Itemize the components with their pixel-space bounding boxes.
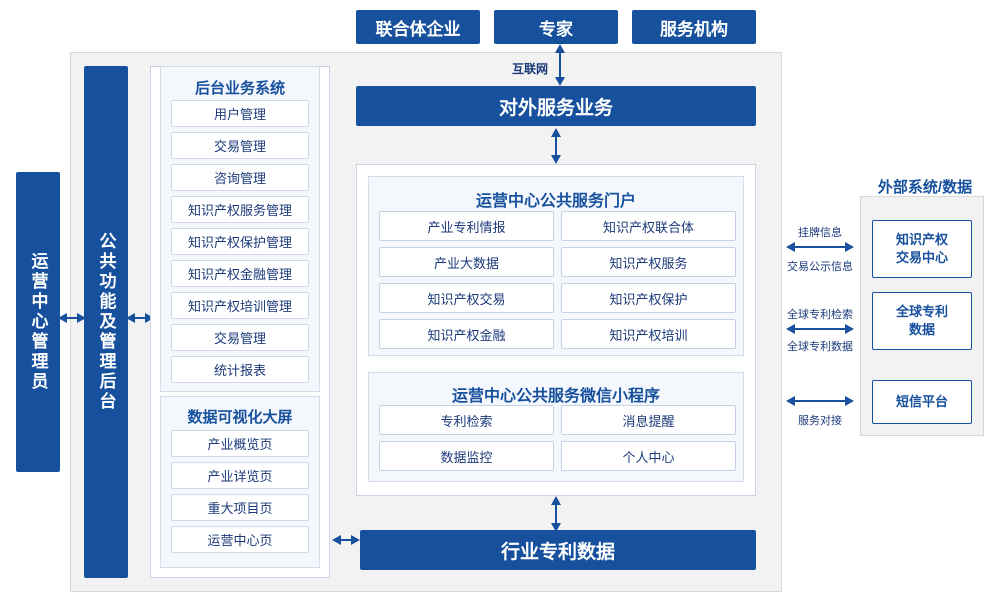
backend-item-7[interactable]: 交易管理 bbox=[171, 324, 309, 351]
external-service-label: 对外服务业务 bbox=[498, 97, 613, 119]
backend-item-2[interactable]: 咨询管理 bbox=[171, 164, 309, 191]
backend-item-label: 统计报表 bbox=[213, 363, 266, 378]
portal-item-label: 知识产权金融 bbox=[427, 327, 506, 343]
arrow-common-to-backend bbox=[126, 313, 154, 323]
miniprogram-title: 运营中心公共服务微信小程序 bbox=[451, 388, 660, 405]
external-service-bar[interactable]: 对外服务业务 bbox=[356, 86, 756, 126]
backend-item-label: 知识产权培训管理 bbox=[187, 299, 292, 314]
backend-item-label: 知识产权金融管理 bbox=[187, 267, 292, 282]
portal-item-7[interactable]: 知识产权培训 bbox=[561, 319, 736, 349]
external-node-0[interactable]: 知识产权 交易中心 bbox=[872, 220, 972, 278]
top-node-2[interactable]: 服务机构 bbox=[632, 10, 756, 44]
miniprogram-item-1[interactable]: 消息提醒 bbox=[561, 405, 736, 435]
arrow-external-1 bbox=[786, 324, 854, 334]
backend-system-title: 后台业务系统 bbox=[194, 80, 285, 97]
backend-item-label: 知识产权保护管理 bbox=[187, 235, 292, 250]
common-functions-bar[interactable]: 公共功能及管理后台 bbox=[84, 66, 128, 578]
arrow-internet bbox=[555, 44, 565, 86]
backend-item-label: 交易管理 bbox=[213, 331, 266, 346]
external-node-label: 全球专利 数据 bbox=[895, 304, 948, 337]
backend-item-5[interactable]: 知识产权金融管理 bbox=[171, 260, 309, 287]
portal-item-3[interactable]: 知识产权服务 bbox=[561, 247, 736, 277]
miniprogram-item-0[interactable]: 专利检索 bbox=[379, 405, 554, 435]
bottom-bar[interactable]: 行业专利数据 bbox=[360, 530, 756, 570]
backend-item-3[interactable]: 知识产权服务管理 bbox=[171, 196, 309, 223]
backend-item-label: 咨询管理 bbox=[213, 171, 266, 186]
operation-center-admin-bar[interactable]: 运营中心管理员 bbox=[16, 172, 60, 472]
portal-item-1[interactable]: 知识产权联合体 bbox=[561, 211, 736, 241]
top-node-label: 服务机构 bbox=[660, 19, 728, 39]
miniprogram-item-label: 消息提醒 bbox=[622, 413, 675, 429]
portal-item-label: 知识产权保护 bbox=[609, 291, 688, 307]
miniprogram-item-label: 个人中心 bbox=[622, 449, 675, 465]
visualization-item-label: 产业详览页 bbox=[207, 469, 273, 484]
external-link-label-0: 挂牌信息 bbox=[798, 227, 842, 239]
portal-item-label: 产业专利情报 bbox=[427, 219, 506, 235]
external-node-label: 知识产权 交易中心 bbox=[895, 232, 948, 265]
visualization-title: 数据可视化大屏 bbox=[187, 409, 293, 426]
backend-item-6[interactable]: 知识产权培训管理 bbox=[171, 292, 309, 319]
arrow-portal-to-bottom bbox=[551, 496, 561, 532]
portal-item-5[interactable]: 知识产权保护 bbox=[561, 283, 736, 313]
portal-item-label: 知识产权培训 bbox=[609, 327, 688, 343]
admin-label: 运营中心管理员 bbox=[28, 252, 48, 392]
portal-item-0[interactable]: 产业专利情报 bbox=[379, 211, 554, 241]
external-link-label-1: 交易公示信息 bbox=[787, 261, 853, 273]
portal-item-4[interactable]: 知识产权交易 bbox=[379, 283, 554, 313]
visualization-item-0[interactable]: 产业概览页 bbox=[171, 430, 309, 457]
miniprogram-item-label: 专利检索 bbox=[440, 413, 493, 429]
portal-item-2[interactable]: 产业大数据 bbox=[379, 247, 554, 277]
portal-item-6[interactable]: 知识产权金融 bbox=[379, 319, 554, 349]
external-link-label-4: 服务对接 bbox=[798, 415, 842, 427]
visualization-item-label: 产业概览页 bbox=[207, 437, 273, 452]
top-node-1[interactable]: 专家 bbox=[494, 10, 618, 44]
backend-item-1[interactable]: 交易管理 bbox=[171, 132, 309, 159]
backend-item-4[interactable]: 知识产权保护管理 bbox=[171, 228, 309, 255]
backend-item-label: 用户管理 bbox=[213, 107, 266, 122]
miniprogram-item-3[interactable]: 个人中心 bbox=[561, 441, 736, 471]
top-node-label: 联合体企业 bbox=[375, 19, 461, 39]
arrow-external-2 bbox=[786, 396, 854, 406]
portal-item-label: 知识产权服务 bbox=[609, 255, 688, 271]
backend-item-0[interactable]: 用户管理 bbox=[171, 100, 309, 127]
visualization-item-label: 运营中心页 bbox=[207, 533, 273, 548]
arrow-service-to-portal bbox=[551, 128, 561, 164]
top-node-0[interactable]: 联合体企业 bbox=[356, 10, 480, 44]
portal-item-label: 知识产权交易 bbox=[427, 291, 506, 307]
external-node-2[interactable]: 短信平台 bbox=[872, 380, 972, 424]
visualization-item-label: 重大项目页 bbox=[207, 501, 273, 516]
backend-item-label: 交易管理 bbox=[213, 139, 266, 154]
portal-item-label: 知识产权联合体 bbox=[602, 219, 694, 235]
arrow-external-0 bbox=[786, 242, 854, 252]
internet-label: 互联网 bbox=[511, 62, 548, 76]
backend-item-label: 知识产权服务管理 bbox=[187, 203, 292, 218]
arrow-visualization-to-bottom bbox=[332, 535, 360, 545]
miniprogram-item-2[interactable]: 数据监控 bbox=[379, 441, 554, 471]
visualization-item-3[interactable]: 运营中心页 bbox=[171, 526, 309, 553]
external-link-label-3: 全球专利数据 bbox=[787, 341, 853, 353]
miniprogram-item-label: 数据监控 bbox=[440, 449, 493, 465]
top-node-label: 专家 bbox=[539, 19, 573, 39]
external-node-1[interactable]: 全球专利 数据 bbox=[872, 292, 972, 350]
visualization-item-2[interactable]: 重大项目页 bbox=[171, 494, 309, 521]
portal-item-label: 产业大数据 bbox=[433, 255, 499, 271]
common-functions-label: 公共功能及管理后台 bbox=[96, 232, 116, 412]
bottom-bar-label: 行业专利数据 bbox=[500, 541, 615, 563]
backend-item-8[interactable]: 统计报表 bbox=[171, 356, 309, 383]
external-link-label-2: 全球专利检索 bbox=[787, 309, 853, 321]
arrow-admin-to-common bbox=[58, 313, 86, 323]
external-node-label: 短信平台 bbox=[895, 394, 948, 410]
external-systems-title: 外部系统/数据 bbox=[877, 179, 973, 196]
visualization-item-1[interactable]: 产业详览页 bbox=[171, 462, 309, 489]
portal-title: 运营中心公共服务门户 bbox=[475, 193, 636, 210]
